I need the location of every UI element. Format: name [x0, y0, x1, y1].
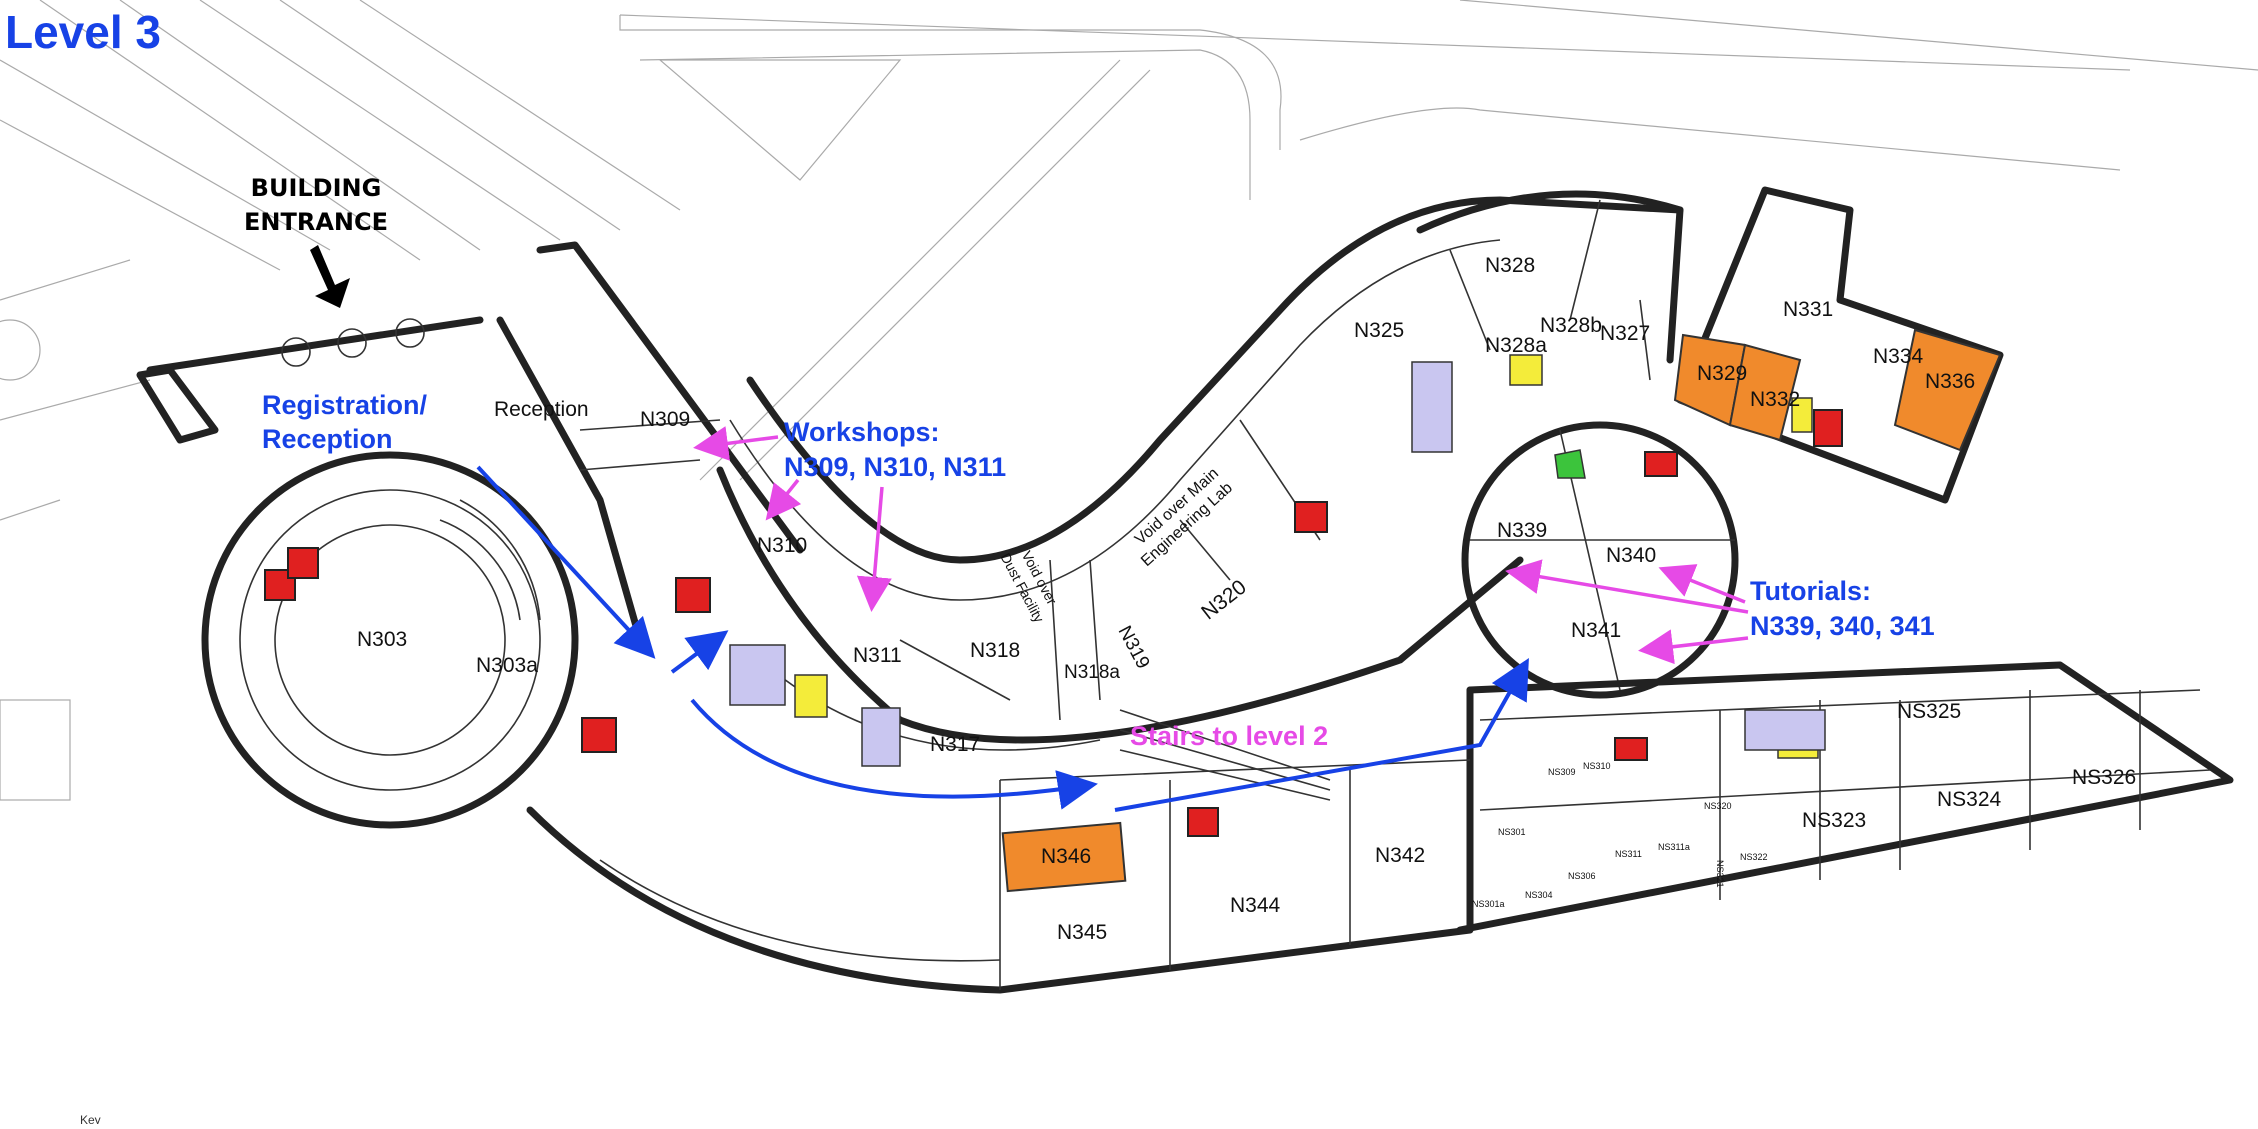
- surroundings: [0, 0, 2258, 801]
- room-n303: N303: [357, 628, 407, 651]
- room-ns322: NS322: [1740, 852, 1768, 862]
- room-n344: N344: [1230, 894, 1281, 917]
- map-title: Level 3: [5, 6, 161, 58]
- room-ns311a: NS311a: [1658, 842, 1690, 852]
- room-ns326: NS326: [2072, 766, 2136, 789]
- room-n328: N328: [1485, 254, 1535, 277]
- registration-label-line1: Registration/: [262, 390, 428, 420]
- lavender-room-3: [1411, 361, 1453, 453]
- pointer-arrows: [693, 426, 1749, 665]
- workshops-label-line2: N309, N310, N311: [784, 452, 1006, 482]
- room-ns324: NS324: [1937, 788, 2002, 811]
- lavender-room-2: [861, 707, 901, 767]
- workshops-label-line1: Workshops:: [784, 417, 940, 447]
- room-n346: N346: [1041, 845, 1091, 868]
- yellow-room-1: [794, 674, 828, 718]
- lift-red-boxes: [264, 409, 1843, 837]
- room-n332-fill: [1728, 343, 1802, 442]
- room-n311: N311: [853, 644, 902, 667]
- lavender-room-1: [729, 644, 786, 706]
- key-label: Key: [80, 1113, 101, 1124]
- room-n317: N317: [930, 733, 980, 756]
- room-ns321: NS321: [1715, 860, 1725, 888]
- room-n325: N325: [1354, 319, 1404, 342]
- room-ns301: NS301: [1498, 827, 1526, 837]
- room-ns306: NS306: [1568, 871, 1596, 881]
- room-reception: Reception: [494, 398, 589, 421]
- room-ns301a: NS301a: [1472, 899, 1505, 909]
- stairs-label: Stairs to level 2: [1130, 721, 1328, 751]
- room-n320: N320: [1197, 575, 1251, 624]
- room-n332: N332: [1750, 388, 1800, 411]
- route-arrows: [476, 465, 1529, 812]
- room-n318a: N318a: [1064, 662, 1120, 683]
- room-ns310: NS310: [1583, 761, 1611, 771]
- lavender-room-4: [1744, 709, 1826, 751]
- room-n310: N310: [757, 534, 807, 557]
- room-n329: N329: [1697, 362, 1747, 385]
- room-n341: N341: [1571, 619, 1621, 642]
- yellow-room-3: [1791, 397, 1813, 433]
- room-ns323: NS323: [1802, 809, 1866, 832]
- room-n336-fill: [1893, 328, 2002, 452]
- room-n303a: N303a: [476, 654, 538, 677]
- entrance-arrow-icon: [310, 245, 350, 308]
- room-ns325: NS325: [1897, 700, 1961, 723]
- green-room: [1554, 449, 1586, 479]
- room-n345: N345: [1057, 921, 1107, 944]
- colored-rooms: [264, 328, 2002, 893]
- entrance-doors: [281, 318, 425, 367]
- registration-label-line2: Reception: [262, 424, 393, 454]
- entrance-label-line2: ENTRANCE: [244, 208, 388, 236]
- tutorials-label-line1: Tutorials:: [1750, 576, 1871, 606]
- room-n336: N336: [1925, 370, 1975, 393]
- room-n328a: N328a: [1485, 334, 1547, 357]
- tutorials-label-line2: N339, 340, 341: [1750, 611, 1935, 641]
- room-n340: N340: [1606, 544, 1656, 567]
- room-n327: N327: [1600, 322, 1650, 345]
- room-ns320: NS320: [1704, 801, 1732, 811]
- building-outline: [136, 186, 2234, 994]
- room-n318: N318: [970, 639, 1020, 662]
- room-n328b: N328b: [1540, 314, 1602, 337]
- room-n346-fill: [1001, 821, 1127, 893]
- room-n334: N334: [1873, 345, 1924, 368]
- room-n342: N342: [1375, 844, 1425, 867]
- room-ns304: NS304: [1525, 890, 1553, 900]
- yellow-room-2: [1509, 354, 1543, 386]
- room-ns311: NS311: [1615, 849, 1642, 859]
- room-n331: N331: [1783, 298, 1833, 321]
- entrance-label-line1: BUILDING: [251, 174, 382, 202]
- room-n339: N339: [1497, 519, 1547, 542]
- room-ns309: NS309: [1548, 767, 1576, 777]
- room-n309: N309: [640, 408, 690, 431]
